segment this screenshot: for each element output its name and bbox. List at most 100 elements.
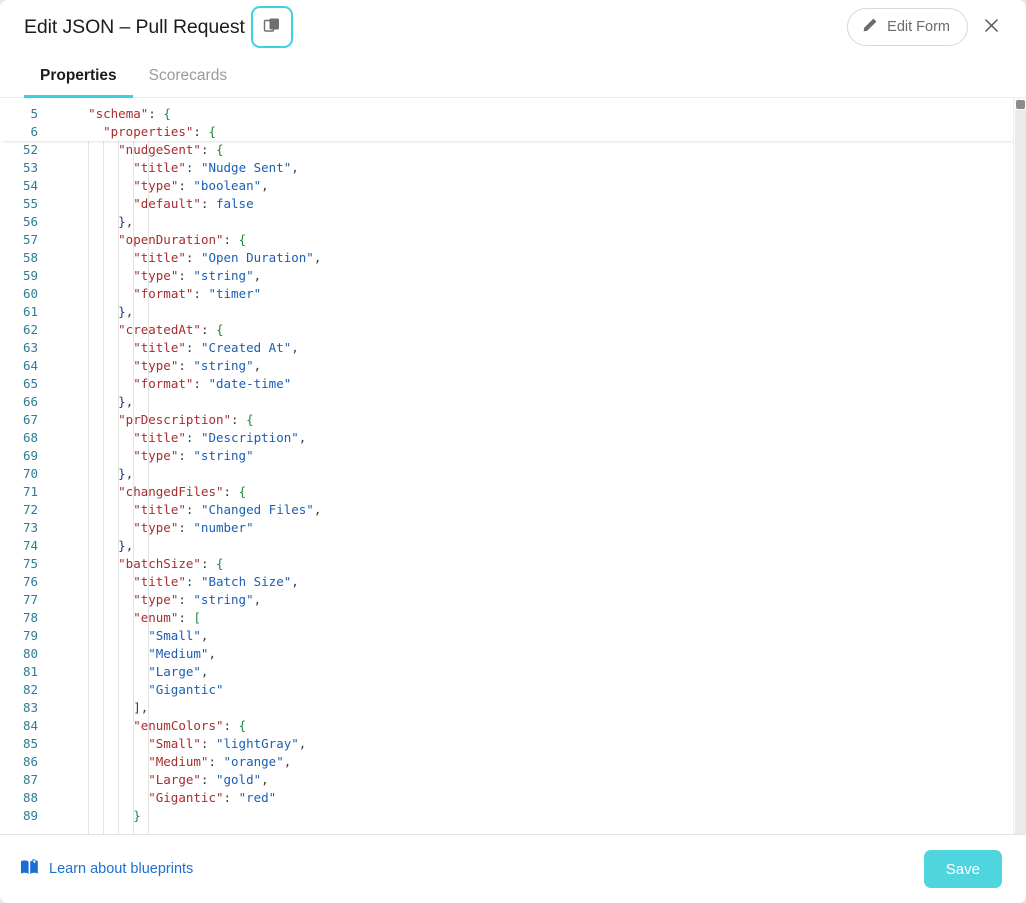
code-line[interactable]: 71"changedFiles": { [0,483,1026,501]
code-text[interactable]: "schema": { [44,105,171,123]
code-text[interactable]: "prDescription": { [44,411,253,429]
code-line[interactable]: 83], [0,699,1026,717]
code-line[interactable]: 63"title": "Created At", [0,339,1026,357]
code-line[interactable]: 70}, [0,465,1026,483]
edit-form-button[interactable]: Edit Form [847,8,968,46]
code-text[interactable]: "type": "string", [44,267,261,285]
code-text[interactable]: "createdAt": { [44,321,223,339]
code-line[interactable]: 86"Medium": "orange", [0,753,1026,771]
code-text[interactable]: "Medium", [44,645,216,663]
code-line[interactable]: 77 "type": "string", [0,591,1026,609]
code-line[interactable]: 53"title": "Nudge Sent", [0,159,1026,177]
code-line[interactable]: 65 "format": "date-time" [0,375,1026,393]
code-line[interactable]: 57"openDuration": { [0,231,1026,249]
code-line[interactable]: 6"properties": { [0,123,1026,141]
code-text[interactable]: "openDuration": { [44,231,246,249]
code-line[interactable]: 81"Large", [0,663,1026,681]
code-line[interactable]: 76"title": "Batch Size", [0,573,1026,591]
code-text[interactable]: "title": "Changed Files", [44,501,321,519]
code-text[interactable]: "Small": "lightGray", [44,735,306,753]
code-line[interactable]: 80"Medium", [0,645,1026,663]
code-text[interactable]: "format": "date-time" [44,375,291,393]
line-number: 67 [22,412,38,427]
code-text[interactable]: "title": "Nudge Sent", [44,159,299,177]
code-text[interactable]: "type": "string", [44,357,261,375]
code-text[interactable]: }, [44,303,133,321]
code-text[interactable]: "Small", [44,627,208,645]
code-text[interactable]: } [44,807,141,825]
code-text[interactable]: "type": "string", [44,591,261,609]
code-text[interactable]: "title": "Created At", [44,339,299,357]
code-text[interactable]: }, [44,393,133,411]
code-line[interactable]: 74}, [0,537,1026,555]
line-number: 77 [22,592,38,607]
code-text[interactable]: "default": false [44,195,253,213]
code-text[interactable]: "type": "boolean", [44,177,268,195]
editor-scrollbar[interactable] [1013,98,1026,834]
code-text[interactable]: "enumColors": { [44,717,246,735]
code-line[interactable]: 78"enum": [ [0,609,1026,627]
code-line[interactable]: 62"createdAt": { [0,321,1026,339]
code-text[interactable]: "title": "Batch Size", [44,573,299,591]
code-text[interactable]: "Large": "gold", [44,771,268,789]
code-text[interactable]: "Gigantic": "red" [44,789,276,807]
tab-properties[interactable]: Properties [24,54,133,98]
code-line[interactable]: 79"Small", [0,627,1026,645]
code-line[interactable]: 72"title": "Changed Files", [0,501,1026,519]
code-text[interactable]: "nudgeSent": { [44,141,223,159]
code-line[interactable]: 88"Gigantic": "red" [0,789,1026,807]
code-line[interactable]: 54"type": "boolean", [0,177,1026,195]
code-line[interactable]: 61}, [0,303,1026,321]
line-number: 55 [22,196,38,211]
code-line[interactable]: 55 "default": false [0,195,1026,213]
code-text[interactable]: "type": "number" [44,519,253,537]
code-text[interactable]: "enum": [ [44,609,201,627]
code-line[interactable]: 73"type": "number" [0,519,1026,537]
code-line[interactable]: 56}, [0,213,1026,231]
code-line[interactable]: 60"format": "timer" [0,285,1026,303]
code-line[interactable]: 67 "prDescription": { [0,411,1026,429]
close-button[interactable] [974,10,1008,44]
code-line[interactable]: 52"nudgeSent": { [0,141,1026,159]
code-text[interactable]: "batchSize": { [44,555,223,573]
code-line[interactable]: 89} [0,807,1026,825]
code-line[interactable]: 87"Large": "gold", [0,771,1026,789]
code-text[interactable]: ], [44,699,148,717]
code-line[interactable]: 75"batchSize": { [0,555,1026,573]
learn-about-blueprints-link[interactable]: Learn about blueprints [20,858,193,880]
code-text[interactable]: "Gigantic" [44,681,223,699]
token-punct: , [298,736,307,751]
code-text[interactable]: "Large", [44,663,208,681]
code-text[interactable]: "changedFiles": { [44,483,246,501]
code-line[interactable]: 82"Gigantic" [0,681,1026,699]
copy-json-button[interactable] [250,6,293,48]
code-line[interactable]: 5"schema": { [0,105,1026,123]
code-text[interactable]: "format": "timer" [44,285,261,303]
code-line[interactable]: 68"title": "Description", [0,429,1026,447]
line-number: 70 [22,466,38,481]
code-line[interactable]: 58"title": "Open Duration", [0,249,1026,267]
code-text[interactable]: }, [44,213,133,231]
code-text[interactable]: }, [44,537,133,555]
code-area[interactable]: 52"nudgeSent": {53"title": "Nudge Sent",… [0,98,1026,834]
token-punct: , [200,628,209,643]
code-line[interactable]: 85"Small": "lightGray", [0,735,1026,753]
code-text[interactable]: "type": "string" [44,447,253,465]
json-editor[interactable]: 52"nudgeSent": {53"title": "Nudge Sent",… [0,98,1026,835]
scrollbar-thumb[interactable] [1016,100,1025,109]
code-line[interactable]: 59"type": "string", [0,267,1026,285]
line-number: 65 [22,376,38,391]
tab-scorecards[interactable]: Scorecards [133,54,243,97]
code-text[interactable]: "Medium": "orange", [44,753,291,771]
save-button[interactable]: Save [923,850,1002,888]
code-line[interactable]: 69"type": "string" [0,447,1026,465]
code-line[interactable]: 66}, [0,393,1026,411]
scrollbar-track[interactable] [1015,110,1026,834]
code-text[interactable]: "title": "Open Duration", [44,249,321,267]
code-text[interactable]: }, [44,465,133,483]
code-line[interactable]: 64"type": "string", [0,357,1026,375]
code-line[interactable]: 84"enumColors": { [0,717,1026,735]
code-lines[interactable]: 52"nudgeSent": {53"title": "Nudge Sent",… [0,141,1026,834]
code-text[interactable]: "title": "Description", [44,429,306,447]
code-text[interactable]: "properties": { [44,123,216,141]
